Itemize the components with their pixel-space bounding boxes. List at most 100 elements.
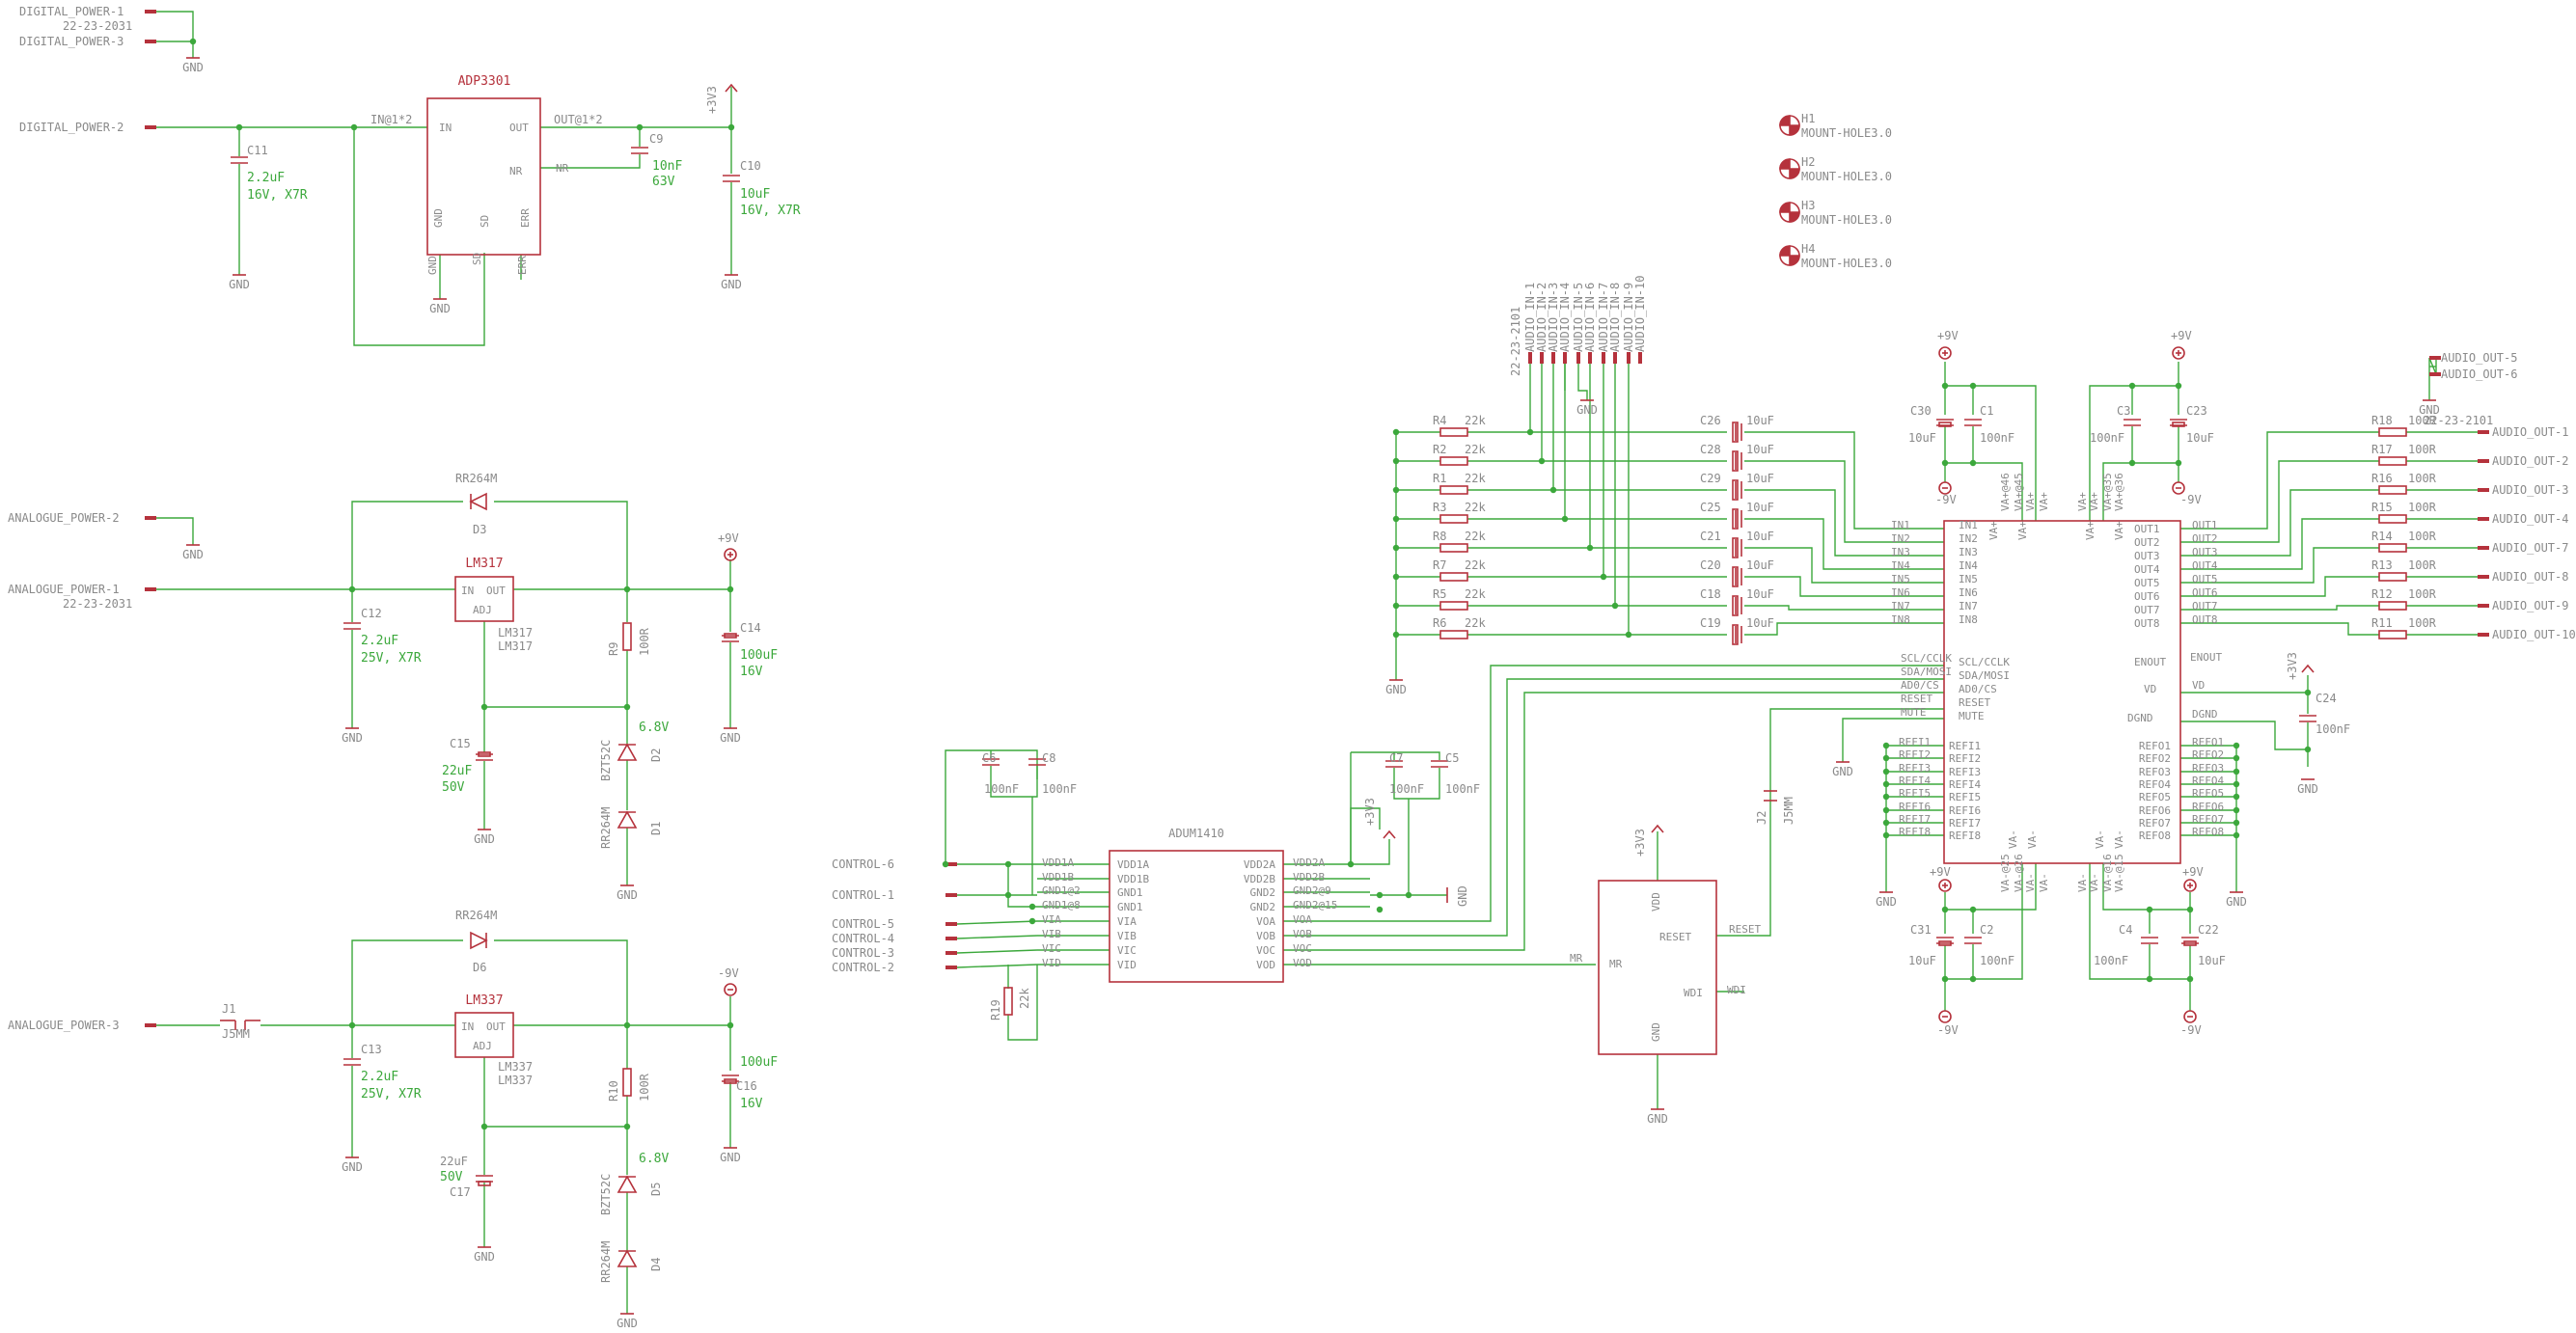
c24-value: 100nF	[2316, 722, 2350, 736]
c16-rating: 16V	[740, 1097, 763, 1111]
c11-value: 2.2uF	[247, 171, 285, 185]
c10-rating: 16V, X7R	[740, 204, 801, 218]
resistor-icon	[2378, 427, 2407, 437]
d2-zener-v: 6.8V	[639, 721, 669, 735]
connector-name: 22-23-2031	[63, 19, 132, 33]
net-audio-in: AUDIO_IN-1	[1523, 283, 1537, 352]
input-res-ref: R7	[1433, 558, 1446, 572]
rail-pos9v-bot2: +9V	[2182, 865, 2204, 879]
wire	[351, 939, 463, 1025]
gnd-label: GND	[2226, 895, 2247, 909]
input-cap-value: 10uF	[1746, 414, 1774, 427]
junction-dot	[1941, 975, 1949, 983]
junction-dot	[1625, 631, 1632, 639]
j2-value: J5MM	[1782, 797, 1795, 825]
diode-icon	[470, 931, 488, 950]
d3-ref: D3	[473, 523, 486, 536]
dac-ctl-pin: SCL/CCLK	[1959, 656, 2010, 668]
dac-in-pin: IN4	[1959, 559, 1978, 572]
junction-dot	[636, 123, 644, 131]
net-audio-out: AUDIO_OUT-3	[2492, 483, 2568, 497]
resistor-icon	[2378, 456, 2407, 466]
c17-polarity	[478, 1181, 491, 1186]
junction-dot	[726, 585, 734, 593]
adum-left-pin: VDD1A	[1117, 858, 1149, 871]
dac-ctl-net: SCL/CCLK	[1901, 652, 1952, 665]
adp3301-pin-out: OUT	[509, 122, 529, 134]
c14-ref: C14	[740, 621, 761, 635]
input-cap-polarity	[1732, 508, 1739, 530]
junction-dot	[2304, 746, 2312, 753]
resistor-icon	[2378, 485, 2407, 495]
c10-value: 10uF	[740, 187, 770, 202]
wire	[1744, 518, 1944, 570]
wire	[1744, 489, 1944, 557]
junction-dot	[2186, 975, 2194, 983]
input-cap-polarity	[1732, 595, 1739, 616]
rail-3v3: +3V3	[705, 86, 719, 114]
watchdog-body	[1598, 880, 1717, 1055]
dac-ref-net: REFI6	[1899, 801, 1931, 813]
adum-right-net: GND2@9	[1293, 884, 1331, 897]
junction-dot	[480, 703, 488, 711]
wire	[2180, 576, 2379, 597]
c30-polarity	[1938, 422, 1952, 427]
c13-rating: 25V, X7R	[361, 1087, 422, 1102]
dac-in-net: IN7	[1891, 600, 1910, 612]
dac-supply-top-net: VA+@35	[2101, 473, 2114, 511]
gnd-label: GND	[720, 731, 741, 745]
wire	[156, 517, 194, 545]
dac-supply-top-net: VA+	[2038, 492, 2050, 511]
net-audio-in: AUDIO_IN-2	[1535, 283, 1548, 352]
lm337-value: LM337	[498, 1060, 533, 1074]
wire	[540, 154, 641, 169]
input-res-value: 22k	[1465, 443, 1486, 456]
junction-dot	[1526, 428, 1534, 436]
supply-arrow-icon	[1383, 830, 1396, 839]
junction-dot	[1405, 891, 1412, 899]
c15-rating: 50V	[442, 780, 465, 795]
adum-right-pin: GND2	[1250, 886, 1276, 899]
junction-layer	[189, 38, 2312, 1130]
gnd-label: GND	[182, 548, 204, 561]
dac-refo-net: REFO7	[2192, 813, 2224, 826]
c2-ref: C2	[1980, 923, 1993, 937]
junction-dot	[1549, 486, 1557, 494]
diode-icon	[617, 1249, 638, 1267]
positive-supply-icon	[1938, 346, 1952, 360]
wire	[2180, 605, 2379, 611]
input-res-ref: R1	[1433, 472, 1446, 485]
wire	[1007, 864, 1037, 908]
junction-dot	[1004, 860, 1012, 868]
gnd-label: GND	[342, 731, 363, 745]
c5-value: 100nF	[1445, 782, 1480, 796]
adp3301-out-net: OUT@1*2	[554, 113, 603, 126]
junction-dot	[1392, 457, 1400, 465]
junction-dot	[1882, 754, 1890, 762]
c17-value: 22uF	[440, 1155, 468, 1168]
adp3301-nr-net: NR	[556, 162, 569, 175]
input-res-value: 22k	[1465, 501, 1486, 514]
input-cap-value: 10uF	[1746, 530, 1774, 543]
d4-ref: D4	[649, 1258, 663, 1271]
junction-dot	[1969, 975, 1977, 983]
net-control: CONTROL-1	[832, 888, 894, 902]
c13-value: 2.2uF	[361, 1070, 398, 1084]
wire	[2149, 944, 2190, 980]
adum-right-net: VOC	[1293, 942, 1312, 955]
net-digital-power-2: DIGITAL_POWER-2	[19, 121, 123, 134]
c4-value: 100nF	[2094, 954, 2128, 967]
dac-refo-pin: REFO4	[2139, 778, 2171, 791]
junction-dot	[2233, 768, 2240, 775]
resistor-icon	[2378, 543, 2407, 553]
adum1410-body	[1109, 850, 1284, 983]
adum-right-net: VOB	[1293, 928, 1312, 940]
c1-value: 100nF	[1980, 431, 2014, 445]
wire	[1577, 364, 1588, 400]
lm317-pin-out: OUT	[486, 585, 506, 597]
dac-out-pin: OUT6	[2134, 590, 2160, 603]
adum-left-net: GND1@8	[1042, 899, 1081, 911]
wdt-reset-net: RESET	[1729, 923, 1761, 936]
wire	[1944, 863, 2037, 911]
wire	[990, 766, 1038, 798]
